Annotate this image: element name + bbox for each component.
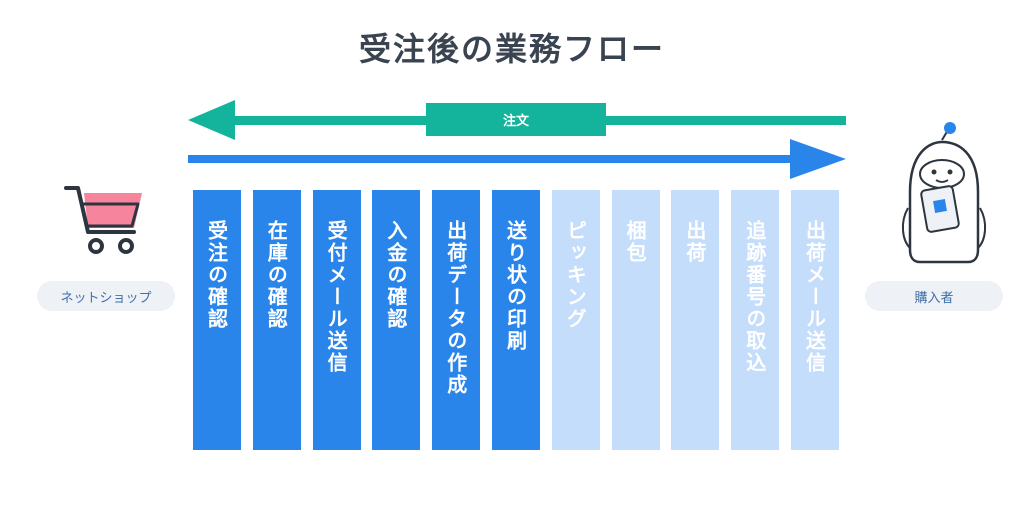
- process-step: 送り状の印刷: [492, 190, 540, 450]
- page-title: 受注後の業務フロー: [358, 30, 665, 68]
- process-step: 受注の確認: [193, 190, 241, 450]
- shop-label: ネットショップ: [37, 281, 175, 311]
- robot-with-tablet-icon: [902, 122, 986, 264]
- process-step: ピッキング: [551, 190, 600, 450]
- process-step: 梱包: [611, 190, 660, 450]
- process-step: 追跡番号の取込: [731, 190, 780, 450]
- process-step: 在庫の確認: [252, 190, 301, 450]
- process-arrow: [188, 139, 846, 179]
- order-label: 注文: [426, 103, 606, 136]
- buyer-label: 購入者: [865, 281, 1003, 311]
- shopping-cart-icon: [64, 186, 142, 254]
- process-step: 出荷データの作成: [432, 190, 481, 450]
- process-step: 受付メール送信: [312, 190, 361, 450]
- process-step: 入金の確認: [372, 190, 421, 450]
- process-step: 出荷: [671, 190, 720, 450]
- process-step: 出荷メール送信: [791, 190, 839, 450]
